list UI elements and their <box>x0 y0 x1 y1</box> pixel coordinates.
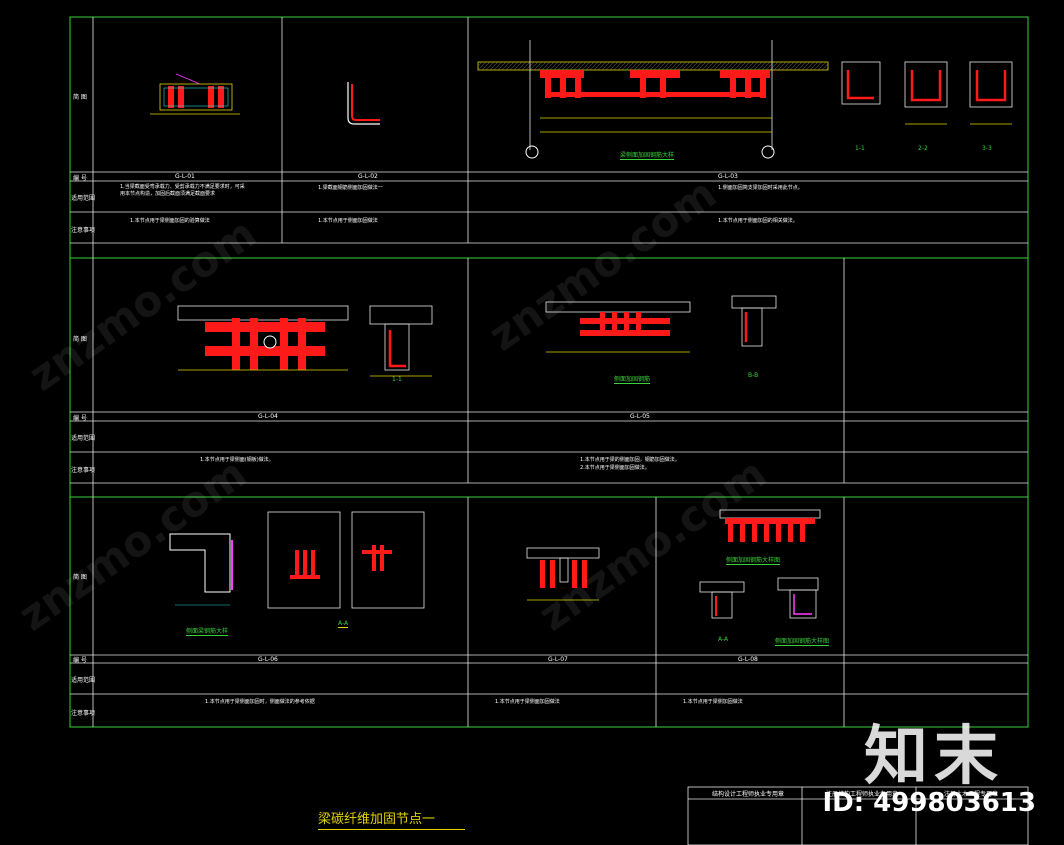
section-2-2: 2-2 <box>918 145 928 152</box>
section-1-1: 1-1 <box>855 145 865 152</box>
caption-g04: 1-1 <box>392 376 402 383</box>
title-cell-3: 注册土木工程专用章 <box>944 791 999 798</box>
notes-r1c1: 1.本节点用于梁侧面加固的验算做法 <box>130 218 210 224</box>
notes-r1c3: 1.本节点用于侧面加固的相关做法。 <box>718 218 798 224</box>
caption-g03: 梁侧面加固钢筋大样 <box>620 152 675 160</box>
row2-number-label: 编 号 <box>73 415 87 422</box>
title-block <box>687 786 1029 845</box>
row2-notes-label: 注意事项 <box>71 467 96 474</box>
notes-r3c2: 1.本节点用于梁侧面加固做法 <box>495 699 560 705</box>
node-g-l-01: G-L-01 <box>175 173 195 180</box>
node-g-l-03: G-L-03 <box>718 173 738 180</box>
detail-g-l-08 <box>699 509 821 619</box>
row3-scope-label: 适用范围 <box>71 677 96 684</box>
notes-r2c1: 1.本节点用于梁侧面(钢板)做法。 <box>200 457 274 463</box>
node-g-l-08: G-L-08 <box>738 656 758 663</box>
detail-g-l-03 <box>477 40 1013 159</box>
caption-g08a: 侧面加固钢筋大样图 <box>726 557 781 565</box>
row2-scope-label: 适用范围 <box>71 435 96 442</box>
row1-figure-label: 简 图 <box>73 94 87 101</box>
detail-g-l-06 <box>169 511 425 609</box>
row3-number-label: 编 号 <box>73 657 87 664</box>
caption-g06a: 侧面梁钢筋大样 <box>186 628 229 636</box>
row1-number-label: 编 号 <box>73 175 87 182</box>
node-g-l-04: G-L-04 <box>258 413 278 420</box>
section-3-3: 3-3 <box>982 145 992 152</box>
notes-r3c1: 1.本节点用于梁侧面加固时，侧面做法的参考依据 <box>205 699 315 705</box>
title-cell-2: 注册结构工程师执业专用章 <box>826 791 899 798</box>
notes-r1c2: 1.本节点用于侧面加固做法 <box>318 218 378 224</box>
node-g-l-06: G-L-06 <box>258 656 278 663</box>
notes-r3c3: 1.本节点用于梁侧加固做法 <box>683 699 743 705</box>
detail-g-l-07 <box>526 547 600 601</box>
caption-g08c: 侧面加固钢筋大样图 <box>775 638 830 646</box>
row1-scope-label: 适用范围 <box>71 195 96 202</box>
caption-g06b: A-A <box>338 620 349 628</box>
detail-g-l-04 <box>177 305 433 377</box>
caption-g05: 侧面加固钢筋 <box>614 376 651 384</box>
caption-g08b: A-A <box>718 636 729 643</box>
node-g-l-05: G-L-05 <box>630 413 650 420</box>
scope-r1c3: 1.侧面加固简支梁加固时采用此节点。 <box>718 185 803 191</box>
scope-r1c2: 1.梁截面钢筋侧面加固做法一 <box>318 185 383 191</box>
outer-frame <box>69 16 1029 728</box>
sheet-title: 梁碳纤维加固节点一 <box>318 808 466 830</box>
row3-figure-label: 简 图 <box>73 574 87 581</box>
brand-logo: 知末 <box>864 720 1004 794</box>
node-g-l-07: G-L-07 <box>548 656 568 663</box>
detail-g-l-02 <box>347 82 380 125</box>
title-cell-1: 结构设计工程师执业专用章 <box>712 791 785 798</box>
notes-r2c2: 1.本节点用于梁的侧面加固，钢筋加固做法。 2.本节点用于梁侧面加固做法。 <box>580 457 680 471</box>
row1-notes-label: 注意事项 <box>71 227 96 234</box>
image-id: ID: 499803613 <box>822 788 1036 818</box>
detail-g-l-05 <box>545 295 777 353</box>
node-g-l-02: G-L-02 <box>358 173 378 180</box>
detail-g-l-01 <box>150 73 240 115</box>
row2-figure-label: 简 图 <box>73 336 87 343</box>
scope-r1c1: 1.当梁截面受弯承载力、受剪承载力不满足要求时，可采 用本节点构造，加固后截面须… <box>120 184 245 197</box>
caption-g05b: B-B <box>748 372 759 379</box>
row3-notes-label: 注意事项 <box>71 710 96 717</box>
